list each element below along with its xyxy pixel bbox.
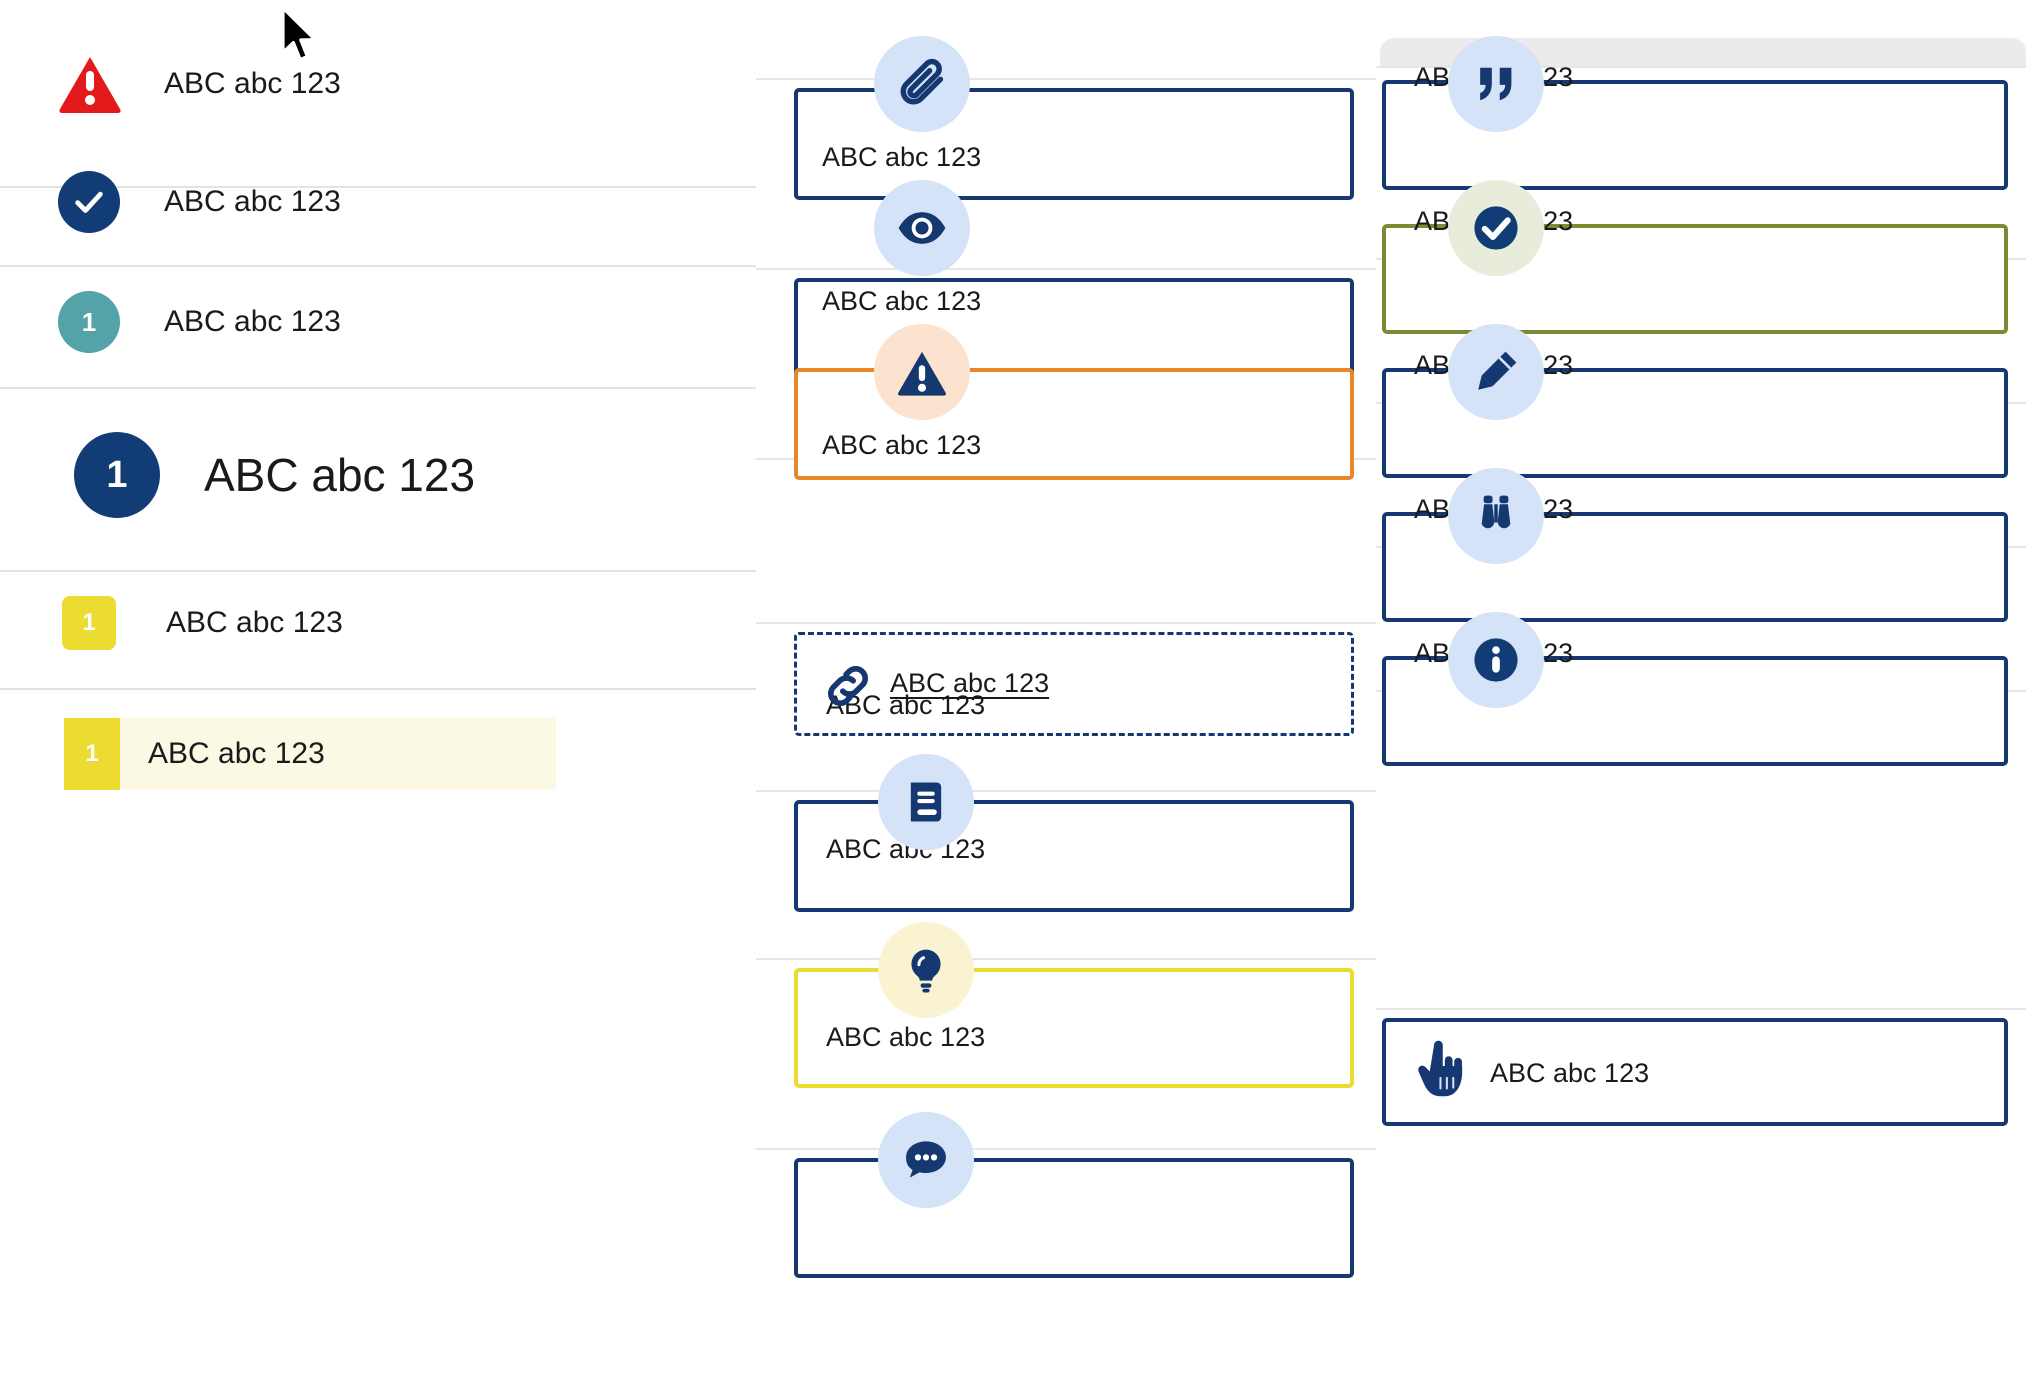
check-circle-icon (1448, 180, 1544, 276)
list-item[interactable]: ABC abc 123 (0, 162, 756, 242)
divider (0, 688, 756, 690)
divider (756, 78, 1376, 80)
binoculars-icon (1448, 468, 1544, 564)
list-item-label: ABC abc 123 (204, 449, 476, 501)
pencil-icon (1448, 324, 1544, 420)
card-label: ABC abc 123 (1490, 1058, 1650, 1088)
eye-icon (874, 180, 970, 276)
card-label: ABC abc 123 (822, 430, 982, 460)
card-link-label[interactable]: ABC abc 123 (890, 668, 1050, 698)
link-icon (822, 660, 874, 712)
divider (1376, 66, 2026, 68)
divider (756, 268, 1376, 270)
list-item[interactable]: 1 ABC abc 123 (0, 584, 756, 662)
divider (0, 186, 756, 188)
warning-triangle-icon (58, 55, 122, 113)
list-item-label: ABC abc 123 (166, 606, 343, 639)
divider (0, 570, 756, 572)
list-item[interactable]: 1 ABC abc 123 (0, 425, 756, 525)
card-comment[interactable] (794, 1158, 1354, 1278)
card-label: ABC abc 123 (822, 286, 982, 316)
divider (1376, 1008, 2026, 1010)
number-badge-icon: 1 (64, 718, 120, 790)
list-item[interactable]: ABC abc 123 (0, 44, 756, 124)
badge-number: 1 (106, 453, 128, 496)
list-item-label: ABC abc 123 (164, 185, 341, 218)
list-item[interactable]: 1 ABC abc 123 (0, 282, 756, 362)
list-item-label: ABC abc 123 (164, 305, 341, 338)
paperclip-icon (874, 36, 970, 132)
list-item-selected[interactable]: 1 ABC abc 123 (64, 718, 556, 790)
divider (756, 790, 1376, 792)
book-icon (878, 754, 974, 850)
number-badge-icon: 1 (58, 291, 120, 353)
list-item-label: ABC abc 123 (164, 67, 341, 100)
card-label: ABC abc 123 (826, 1022, 986, 1052)
card-label: ABC abc 123 (822, 142, 982, 172)
divider (756, 622, 1376, 624)
quote-icon (1448, 36, 1544, 132)
number-badge-icon: 1 (62, 596, 116, 650)
divider (756, 1148, 1376, 1150)
number-badge-icon: 1 (74, 432, 160, 518)
center-card-column: ABC abc 123 ABC abc 123 ABC abc 123 ABC … (756, 0, 1376, 1392)
card-link[interactable] (794, 632, 1354, 736)
badge-number: 1 (82, 609, 96, 636)
warning-icon (874, 324, 970, 420)
badge-number: 1 (81, 306, 97, 337)
lightbulb-icon (878, 922, 974, 1018)
right-card-column: ABC abc 123 ABC abc 123 ABC abc 123 ABC … (1376, 0, 2026, 1392)
comment-icon (878, 1112, 974, 1208)
divider (756, 958, 1376, 960)
card-action[interactable] (1382, 1018, 2008, 1126)
left-list-panel: ABC abc 123 ABC abc 123 1 ABC abc 123 1 … (0, 0, 756, 1392)
badge-number: 1 (85, 740, 99, 767)
check-circle-icon (58, 171, 120, 233)
divider (0, 387, 756, 389)
divider (0, 265, 756, 267)
info-icon (1448, 612, 1544, 708)
list-item-label: ABC abc 123 (148, 737, 325, 770)
pointing-hand-icon (1412, 1040, 1468, 1104)
